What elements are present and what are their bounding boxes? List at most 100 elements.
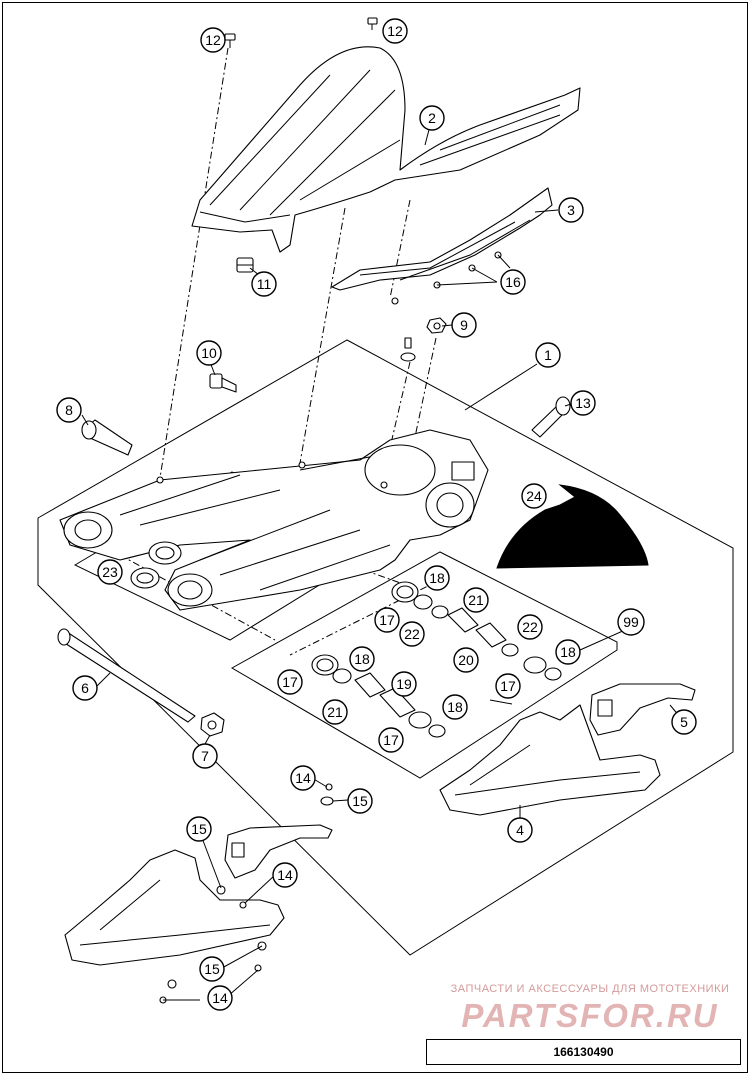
- callout-18d: 18: [442, 694, 468, 720]
- callout-18a: 18: [424, 565, 450, 591]
- svg-text:24: 24: [526, 488, 542, 504]
- watermark: ЗАПЧАСТИ И АКСЕССУАРЫ ДЛЯ МОТОТЕХНИКИ PA…: [440, 983, 740, 1035]
- callout-6: 6: [72, 675, 98, 701]
- svg-text:12: 12: [205, 32, 221, 48]
- svg-text:6: 6: [81, 680, 89, 696]
- watermark-logo: PARTSFOR.RU: [461, 997, 719, 1034]
- callout-4: 4: [507, 817, 533, 843]
- callout-14a: 14: [290, 765, 316, 791]
- assembly-line: [299, 207, 346, 464]
- bolt-part-13: [531, 396, 571, 438]
- callout-1: 1: [535, 342, 561, 368]
- svg-text:15: 15: [352, 793, 368, 809]
- svg-text:14: 14: [295, 770, 311, 786]
- svg-text:23: 23: [102, 564, 118, 580]
- callout-99: 99: [617, 608, 645, 636]
- axle-nut-part: [200, 712, 225, 737]
- assembly-outline-swingarm: [37, 339, 734, 956]
- callout-10: 10: [196, 340, 222, 366]
- callout-17c: 17: [277, 669, 303, 695]
- callout-24: 24: [521, 483, 547, 509]
- svg-text:15: 15: [191, 821, 207, 837]
- rear-mudguard-part: [191, 46, 581, 253]
- callout-15b: 15: [186, 816, 212, 842]
- svg-text:21: 21: [327, 704, 343, 720]
- assembly-line: [289, 579, 441, 656]
- bolt-part-8: [81, 419, 133, 456]
- svg-text:10: 10: [201, 345, 217, 361]
- assembly-line: [389, 199, 411, 299]
- callout-18c: 18: [349, 646, 375, 672]
- callout-14b: 14: [272, 862, 298, 888]
- svg-text:2: 2: [428, 110, 436, 126]
- svg-text:5: 5: [680, 714, 688, 730]
- callout-18b: 18: [555, 639, 581, 665]
- callout-21a: 21: [463, 587, 489, 613]
- sticker-part: [496, 484, 649, 569]
- svg-text:99: 99: [623, 614, 639, 630]
- svg-text:22: 22: [404, 626, 420, 642]
- chain-guard-part: [331, 187, 553, 291]
- callout-16: 16: [500, 269, 526, 295]
- svg-text:4: 4: [516, 822, 524, 838]
- nut-part: [426, 317, 447, 334]
- screw-parts-12: [224, 17, 378, 48]
- assembly-outline-bearing-kit: [230, 551, 618, 779]
- svg-text:12: 12: [387, 23, 403, 39]
- callout-22b: 22: [517, 614, 543, 640]
- callout-23: 23: [97, 559, 123, 585]
- svg-text:17: 17: [282, 674, 298, 690]
- callout-15a: 15: [347, 788, 373, 814]
- svg-text:22: 22: [522, 619, 538, 635]
- callout-22a: 22: [399, 621, 425, 647]
- svg-text:7: 7: [201, 748, 209, 764]
- callout-3: 3: [558, 197, 584, 223]
- callout-8: 8: [56, 397, 82, 423]
- callout-20: 20: [453, 647, 479, 673]
- svg-text:14: 14: [277, 867, 293, 883]
- callout-14c: 14: [207, 985, 233, 1011]
- svg-text:17: 17: [500, 678, 516, 694]
- svg-text:21: 21: [468, 592, 484, 608]
- svg-text:1: 1: [544, 347, 552, 363]
- svg-text:13: 13: [575, 395, 591, 411]
- document-number: 166130490: [553, 1045, 614, 1059]
- svg-text:18: 18: [354, 651, 370, 667]
- callout-9: 9: [451, 312, 477, 338]
- swingarm-part: [59, 429, 489, 611]
- washer-part: [400, 337, 416, 362]
- callout-12a: 12: [200, 27, 226, 53]
- svg-text:11: 11: [257, 276, 272, 292]
- bolt-part-10: [209, 373, 237, 393]
- watermark-tagline: ЗАПЧАСТИ И АКСЕССУАРЫ ДЛЯ МОТОТЕХНИКИ: [450, 983, 730, 995]
- callout-2: 2: [419, 105, 445, 131]
- chain-guide-bracket-part: [589, 683, 696, 736]
- callout-7: 7: [192, 743, 218, 769]
- svg-text:18: 18: [429, 570, 445, 586]
- svg-text:17: 17: [379, 612, 395, 628]
- callout-11: 11: [251, 271, 277, 297]
- axle-part: [57, 628, 196, 723]
- callout-17d: 17: [378, 727, 404, 753]
- callout-12b: 12: [382, 18, 408, 44]
- svg-text:15: 15: [204, 961, 220, 977]
- svg-text:9: 9: [460, 317, 468, 333]
- svg-text:8: 8: [65, 402, 73, 418]
- svg-text:16: 16: [505, 274, 521, 290]
- callout-13: 13: [570, 390, 596, 416]
- assembly-line: [381, 361, 411, 483]
- callout-15c: 15: [199, 956, 225, 982]
- svg-text:19: 19: [396, 676, 412, 692]
- chain-slider-detail: [64, 783, 334, 1004]
- callout-5: 5: [671, 709, 697, 735]
- svg-text:3: 3: [567, 202, 575, 218]
- svg-text:20: 20: [458, 652, 474, 668]
- callout-17b: 17: [495, 673, 521, 699]
- svg-text:18: 18: [447, 699, 463, 715]
- svg-text:14: 14: [212, 990, 228, 1006]
- assembly-line: [159, 47, 229, 479]
- callout-17a: 17: [374, 607, 400, 633]
